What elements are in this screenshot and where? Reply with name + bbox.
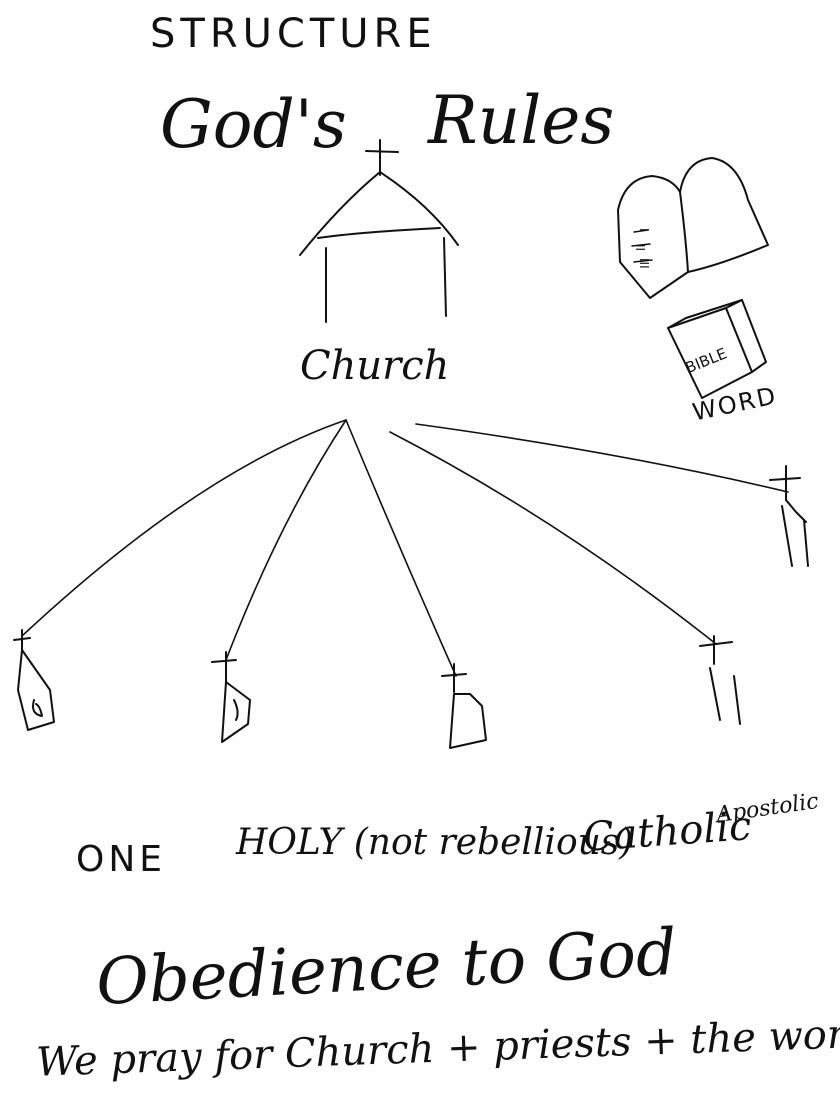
rules-label: Rules	[428, 82, 615, 159]
branch-lines	[21, 419, 789, 677]
small-church-1	[13, 629, 55, 731]
structure-heading: STRUCTURE	[150, 11, 437, 57]
gods-label: God's	[160, 86, 347, 163]
small-church-3	[441, 663, 487, 749]
holy-label: HOLY (not rebellious)	[236, 822, 634, 863]
tablet-numerals: I II III	[633, 228, 651, 269]
one-label: ONE	[76, 839, 167, 880]
small-church-4	[699, 635, 741, 725]
bible-icon: BIBLE	[667, 299, 767, 399]
small-church-2	[211, 651, 251, 743]
tablet-numeral-3: III	[637, 258, 651, 269]
main-church-drawing	[299, 139, 459, 323]
bible-label: BIBLE	[683, 344, 729, 377]
tablet-numeral-1: I	[637, 228, 651, 232]
church-label: Church	[300, 343, 450, 389]
small-church-5	[769, 465, 809, 567]
tablet-numeral-2: II	[633, 244, 647, 251]
tablets-icon	[617, 157, 769, 299]
